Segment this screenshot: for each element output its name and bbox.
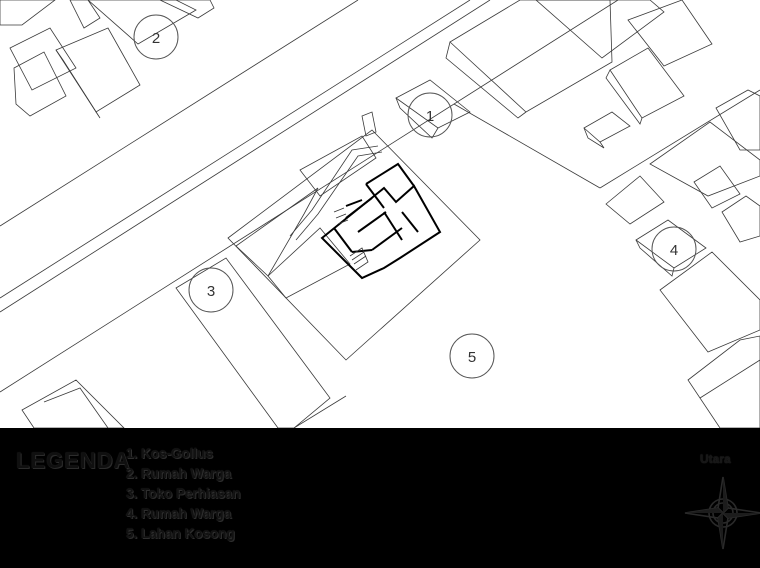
marker-1: 1 xyxy=(407,92,453,138)
building-kos xyxy=(361,79,471,139)
compass-rose-icon xyxy=(684,476,760,550)
legend-item: 3. Toko Perhiasan xyxy=(126,486,241,501)
marker-3: 3 xyxy=(188,267,234,313)
shop-lot xyxy=(21,257,347,428)
marker-5: 5 xyxy=(449,333,495,379)
svg-text:4: 4 xyxy=(670,242,678,259)
building-floor-plan xyxy=(320,162,442,280)
svg-text:5: 5 xyxy=(468,349,476,366)
site-plan-map: 1 2 3 4 5 xyxy=(0,0,760,428)
legend-item: 5. Lahan Kosong xyxy=(126,526,235,541)
site-lot xyxy=(227,129,481,361)
floor-plan-details xyxy=(333,207,369,271)
svg-text:1: 1 xyxy=(426,108,434,125)
marker-2: 2 xyxy=(133,14,179,60)
marker-4: 4 xyxy=(651,226,697,272)
legend-list: 1. Kos-Gollus 2. Rumah Warga 3. Toko Per… xyxy=(126,444,241,544)
svg-text:2: 2 xyxy=(152,30,160,47)
houses-top-right xyxy=(445,0,760,243)
north-label: Utara xyxy=(700,452,731,466)
main-road xyxy=(0,0,619,393)
legend-item: 2. Rumah Warga xyxy=(126,466,232,481)
legend-item: 4. Rumah Warga xyxy=(126,506,232,521)
svg-text:3: 3 xyxy=(207,283,215,300)
houses-top-left xyxy=(0,0,215,119)
legend-panel: LEGENDA 1. Kos-Gollus 2. Rumah Warga 3. … xyxy=(0,428,760,568)
legend-title: LEGENDA xyxy=(16,448,131,473)
legend-item: 1. Kos-Gollus xyxy=(126,446,214,461)
